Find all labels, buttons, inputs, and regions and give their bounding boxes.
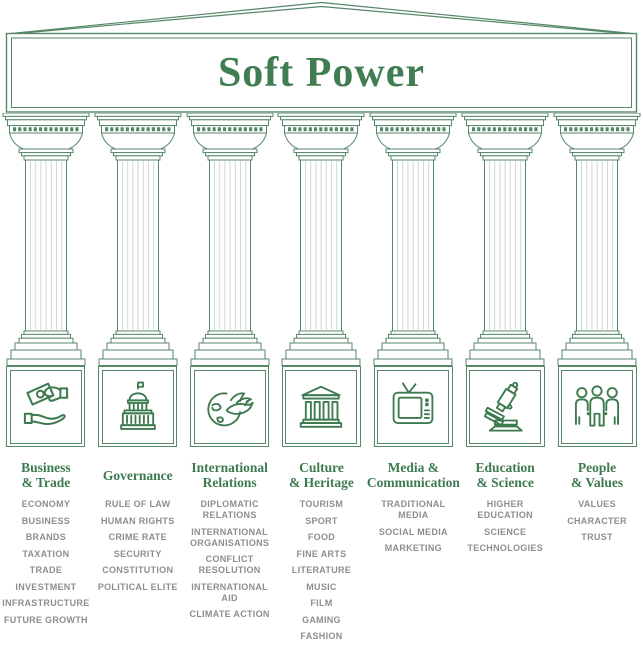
pillar-title: International Relations [191, 460, 268, 490]
pillar-item: INVESTMENT [15, 581, 77, 592]
pillar-title: Education & Science [475, 460, 535, 490]
pillar-item: INTERNATIONAL ORGANISATIONS [189, 526, 270, 548]
pillar-item: BUSINESS [21, 515, 71, 526]
pillar-item: DIPLOMATIC RELATIONS [200, 499, 259, 520]
main-title: Soft Power [217, 49, 426, 96]
pillar-items: TOURISM SPORT FOOD FINE ARTS LITERATURE MUSIC… [292, 499, 351, 646]
pillar-item: TRADE [29, 565, 63, 575]
icon-box [281, 366, 361, 447]
pillar-media-communication: Media & Communication TRADITIONAL MEDIA S… [366, 113, 460, 646]
pillar-item: FILM [310, 598, 333, 608]
icon-box [465, 366, 545, 447]
pillar-items: ECONOMY BUSINESS BRANDS TAXATION TRADE INVEST… [2, 499, 89, 631]
pillar-item: HUMAN RIGHTS [100, 515, 175, 526]
pillar-item: CHARACTER [567, 515, 627, 526]
icon-box [98, 366, 178, 447]
pillar-item: GAMING [302, 614, 341, 625]
pillar-item: SECURITY [113, 548, 162, 559]
column-graphic [92, 113, 183, 366]
icon-box [190, 366, 270, 447]
pillar-item: TOURISM [299, 499, 344, 509]
pillar-culture-heritage: Culture & Heritage TOURISM SPORT FOOD FINE … [276, 113, 368, 646]
pillar-item: FOOD [307, 532, 336, 542]
pillar-item: ECONOMY [21, 499, 71, 509]
pillar-item: CLIMATE ACTION [189, 609, 270, 619]
microscope-icon [478, 380, 532, 434]
pillar-item: POLITICAL ELITE [97, 581, 178, 592]
column-graphic [368, 113, 459, 366]
column-graphic [276, 113, 367, 366]
pillar-item: SPORT [305, 515, 338, 526]
pillar-item: TRADITIONAL MEDIA [381, 499, 446, 520]
pediment: Soft Power [0, 0, 643, 115]
pillar-item: FUTURE GROWTH [3, 614, 88, 625]
pillar-items: VALUES CHARACTER TRUST [567, 499, 627, 549]
pillar-title: Business & Trade [21, 460, 71, 490]
people-group-icon [570, 380, 624, 434]
pillar-item: INTERNATIONAL AID [191, 581, 268, 603]
pillar-item: MUSIC [306, 581, 337, 592]
pillar-items: RULE OF LAW HUMAN RIGHTS CRIME RATE SECURIT… [98, 499, 178, 598]
pillar-item: RULE OF LAW [105, 499, 171, 509]
pillar-people-values: People & Values VALUES CHARACTER TRUST [551, 113, 643, 646]
pillar-items: DIPLOMATIC RELATIONS INTERNATIONAL ORGANI… [190, 499, 270, 626]
pillar-item: MARKETING [384, 543, 442, 553]
pillar-title: Culture & Heritage [289, 460, 354, 490]
pillar-international-relations: International Relations DIPLOMATIC RELAT… [184, 113, 276, 646]
pillar-item: CONSTITUTION [102, 565, 174, 575]
pillar-item: INFRASTRUCTURE [2, 598, 90, 608]
pillar-title: People & Values [570, 460, 624, 490]
television-icon [386, 380, 440, 434]
pillar-item: SCIENCE [484, 526, 527, 537]
pillar-governance: Governance RULE OF LAW HUMAN RIGHTS CRIME … [92, 113, 184, 646]
dove-globe-icon [203, 380, 257, 434]
pillar-title: Governance [102, 467, 173, 483]
column-graphic [0, 113, 91, 366]
pillar-education-science: Education & Science HIGHER EDUCATION SCIE… [459, 113, 551, 646]
icon-box [373, 366, 453, 447]
pediment-outline [5, 1, 638, 113]
pillar-item: SOCIAL MEDIA [378, 526, 448, 537]
money-hands-icon [19, 380, 73, 434]
icon-box [6, 366, 86, 447]
pillar-item: BRANDS [25, 532, 67, 542]
pillar-item: CONFLICT RESOLUTION [198, 554, 261, 575]
pillar-item: FINE ARTS [296, 548, 347, 559]
pillar-item: TRUST [581, 532, 613, 542]
pillars-row: Business & Trade ECONOMY BUSINESS BRANDS TA… [0, 113, 643, 646]
icon-box [557, 366, 637, 447]
pillar-item: TAXATION [22, 548, 70, 559]
pillar-item: HIGHER EDUCATION [477, 499, 533, 520]
column-graphic [460, 113, 551, 366]
capitol-building-icon [111, 380, 165, 434]
column-graphic [552, 113, 643, 366]
pillar-business-trade: Business & Trade ECONOMY BUSINESS BRANDS TA… [0, 113, 92, 646]
pillar-item: LITERATURE [291, 565, 352, 575]
temple-icon [294, 380, 348, 434]
column-graphic [184, 113, 275, 366]
pillar-items: HIGHER EDUCATION SCIENCE TECHNOLOGIES [467, 499, 543, 560]
pillar-item: CRIME RATE [108, 532, 167, 542]
pillar-item: VALUES [578, 499, 616, 509]
pillar-item: FASHION [300, 631, 343, 641]
pillar-items: TRADITIONAL MEDIA SOCIAL MEDIA MARKETING [379, 499, 448, 560]
pillar-item: TECHNOLOGIES [467, 543, 543, 553]
pillar-title: Media & Communication [366, 460, 460, 490]
